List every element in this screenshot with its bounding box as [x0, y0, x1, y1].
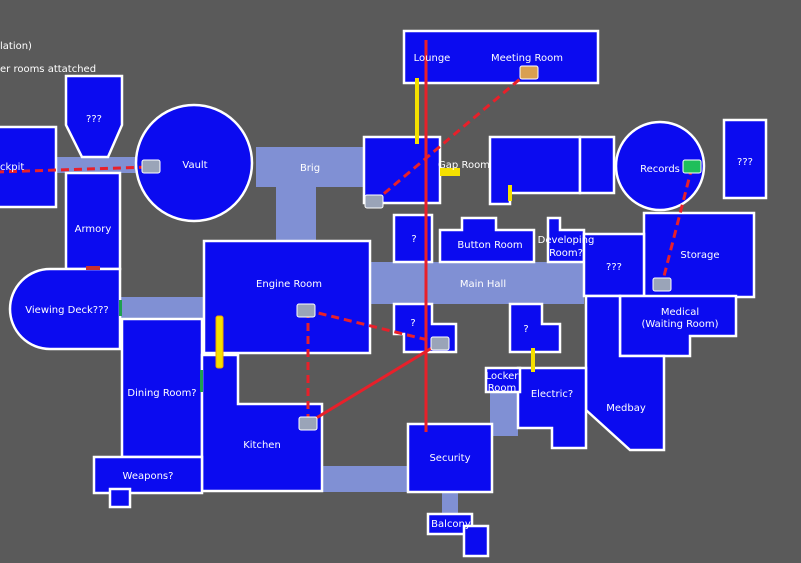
- room-east-wing-b[interactable]: [578, 135, 616, 195]
- label-balcony: Balcony: [431, 519, 471, 530]
- label-kitchen: Kitchen: [243, 440, 281, 451]
- hallway-main-hall[interactable]: [370, 262, 584, 304]
- vent-icon[interactable]: [430, 336, 450, 351]
- vent-link: [305, 308, 441, 345]
- vent-icon[interactable]: [364, 194, 384, 209]
- label-medbay: Medbay: [606, 403, 646, 414]
- door-icon[interactable]: [440, 168, 460, 176]
- room-unknown-right[interactable]: [722, 118, 768, 200]
- room-q-lower-right[interactable]: [508, 302, 562, 354]
- vent-links: [0, 40, 694, 432]
- label-developing-1: Developing: [538, 235, 595, 246]
- door-icon[interactable]: [215, 315, 224, 369]
- room-q-upper[interactable]: [392, 213, 434, 264]
- room-armory[interactable]: [64, 171, 122, 271]
- door-icon[interactable]: [86, 266, 100, 270]
- vents: [141, 65, 702, 431]
- room-button-room[interactable]: [438, 216, 536, 264]
- label-locker-1: Locker: [486, 371, 520, 382]
- label-records: Records: [640, 164, 680, 175]
- room-medbay[interactable]: [584, 294, 666, 452]
- label-medical-1: Medical: [661, 307, 699, 318]
- room-security[interactable]: [406, 422, 494, 494]
- room-cockpit[interactable]: [0, 125, 58, 209]
- label-developing-2: Room?: [549, 248, 583, 259]
- label-unknown-right: ???: [737, 157, 753, 168]
- label-gap-room: Gap Room: [438, 160, 490, 171]
- room-weapons-ext[interactable]: [108, 487, 132, 509]
- label-unknown-left: ???: [86, 114, 102, 125]
- vent-icon[interactable]: [141, 159, 161, 174]
- door-icon[interactable]: [119, 300, 122, 316]
- hallway-viewing-deck: [118, 297, 204, 319]
- label-lounge: Lounge: [414, 53, 451, 64]
- label-q-lower-mid: ?: [410, 318, 415, 329]
- map-note-2: er rooms attatched: [0, 64, 96, 75]
- label-engine-room: Engine Room: [256, 279, 322, 290]
- vent-icon[interactable]: [519, 65, 539, 80]
- room-east-wing[interactable]: [488, 135, 582, 206]
- label-security: Security: [429, 453, 470, 464]
- doors: [86, 78, 535, 392]
- hallway-kitchen-security: [322, 466, 410, 492]
- label-brig: Brig: [300, 163, 320, 174]
- room-gap-room[interactable]: [362, 135, 442, 205]
- label-cockpit: ckpit: [0, 162, 24, 173]
- label-viewing-deck: Viewing Deck???: [25, 305, 108, 316]
- vent-icon[interactable]: [652, 277, 672, 292]
- label-vault: Vault: [182, 160, 207, 171]
- room-records[interactable]: [614, 120, 706, 212]
- door-icon[interactable]: [200, 370, 203, 392]
- room-vault[interactable]: [134, 103, 254, 223]
- vent-icon[interactable]: [296, 303, 316, 318]
- room-unknown-left[interactable]: [64, 74, 124, 159]
- room-lounge-meeting[interactable]: [402, 29, 600, 85]
- room-locker-room[interactable]: [484, 366, 522, 394]
- vent-link: [307, 341, 441, 425]
- label-locker-2: Room: [488, 383, 516, 394]
- room-electric[interactable]: [516, 366, 588, 450]
- vent-icon[interactable]: [298, 416, 318, 431]
- hallway-brig-engine: [276, 185, 316, 243]
- label-button-room: Button Room: [457, 240, 522, 251]
- room-unknown-mid-right[interactable]: [582, 232, 646, 298]
- label-storage: Storage: [680, 250, 719, 261]
- door-icon[interactable]: [531, 348, 535, 372]
- vent-icon[interactable]: [682, 159, 702, 174]
- hallway-brig: [256, 147, 364, 187]
- room-viewing-deck[interactable]: [8, 267, 122, 351]
- vent-link: [660, 166, 694, 285]
- label-armory: Armory: [75, 224, 112, 235]
- label-q-upper: ?: [411, 234, 416, 245]
- vent-link: [373, 77, 521, 204]
- door-icon[interactable]: [415, 78, 419, 144]
- label-electric: Electric?: [531, 389, 573, 400]
- hallway-security-balcony: [442, 490, 458, 514]
- room-developing[interactable]: [546, 216, 586, 264]
- room-labels: ckpit ??? Vault Armory Viewing Deck??? B…: [0, 53, 753, 530]
- room-weapons[interactable]: [92, 455, 204, 495]
- room-engine-room[interactable]: [202, 239, 372, 355]
- label-weapons: Weapons?: [123, 471, 174, 482]
- label-unknown-mid-right: ???: [606, 262, 622, 273]
- label-dining-room: Dining Room?: [127, 388, 196, 399]
- map-note-1: lation): [0, 41, 32, 52]
- label-q-lower-right: ?: [523, 324, 528, 335]
- room-balcony[interactable]: [426, 512, 474, 536]
- label-medical-2: (Waiting Room): [642, 319, 719, 330]
- room-balcony-ext[interactable]: [462, 524, 490, 558]
- label-meeting-room: Meeting Room: [491, 53, 563, 64]
- hallways: [56, 147, 584, 514]
- door-icon[interactable]: [508, 185, 512, 201]
- label-main-hall: Main Hall: [460, 279, 506, 290]
- hallway-locker: [490, 392, 518, 436]
